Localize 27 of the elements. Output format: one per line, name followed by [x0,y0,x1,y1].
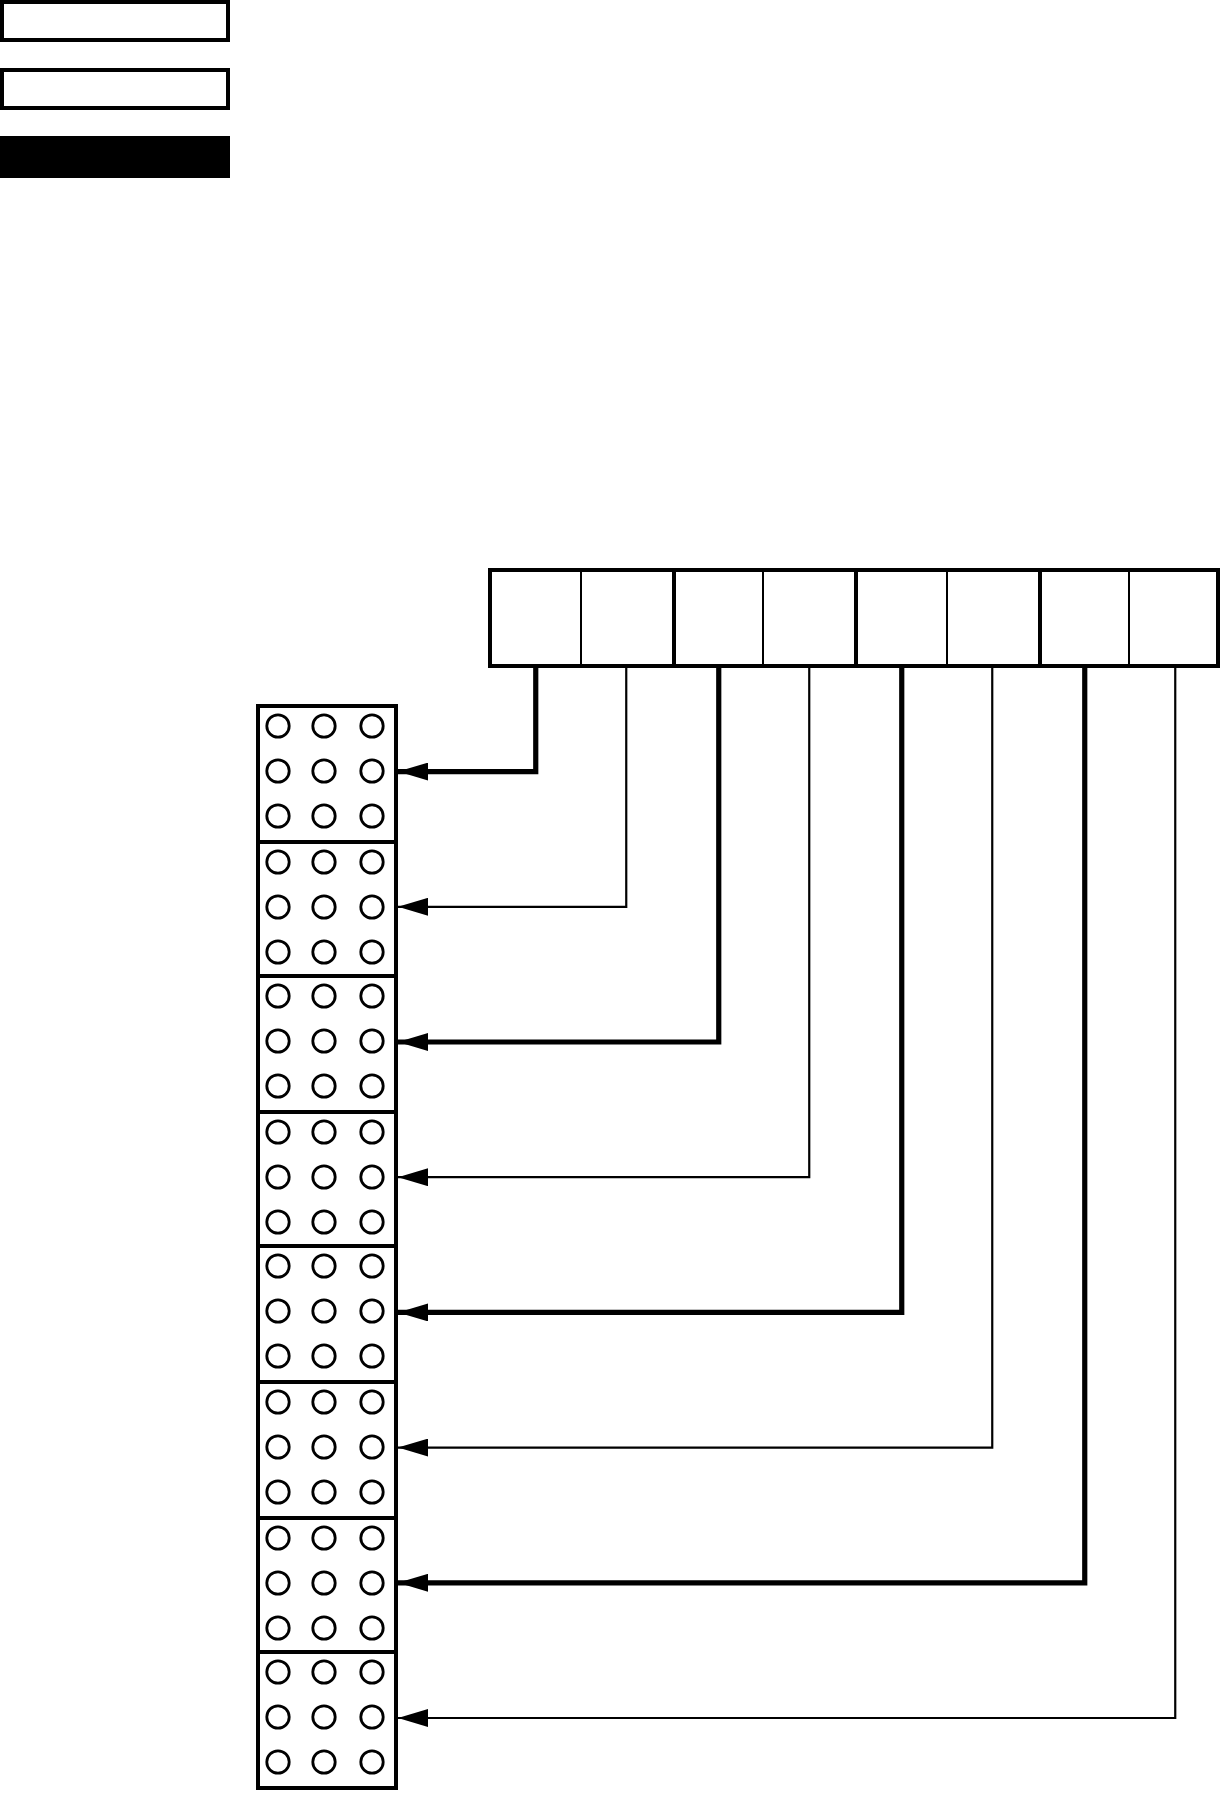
register-cell [579,568,671,668]
arrow [398,668,722,1051]
arrow [398,668,811,1187]
circle-block [256,1380,398,1520]
register-cell [945,568,1037,668]
register-cell [671,568,763,668]
arrow [398,668,628,916]
arrow [398,668,905,1322]
register-cell [1037,568,1129,668]
arrow [398,668,539,781]
circle-block [256,1515,398,1655]
filled-swatch [0,136,230,178]
circle-block [256,704,398,844]
circle-block [256,1244,398,1384]
outline-swatch [0,68,230,110]
outline-swatch [0,0,230,42]
register-cell [762,568,854,668]
arrow [398,668,1177,1727]
circle-block [256,839,398,979]
arrow [398,668,1088,1592]
register-cell [854,568,946,668]
circle-block [256,974,398,1114]
circle-block [256,1650,398,1790]
register-cell [1128,568,1220,668]
arrow [398,668,994,1457]
circle-block [256,1109,398,1249]
register-cell [488,568,580,668]
